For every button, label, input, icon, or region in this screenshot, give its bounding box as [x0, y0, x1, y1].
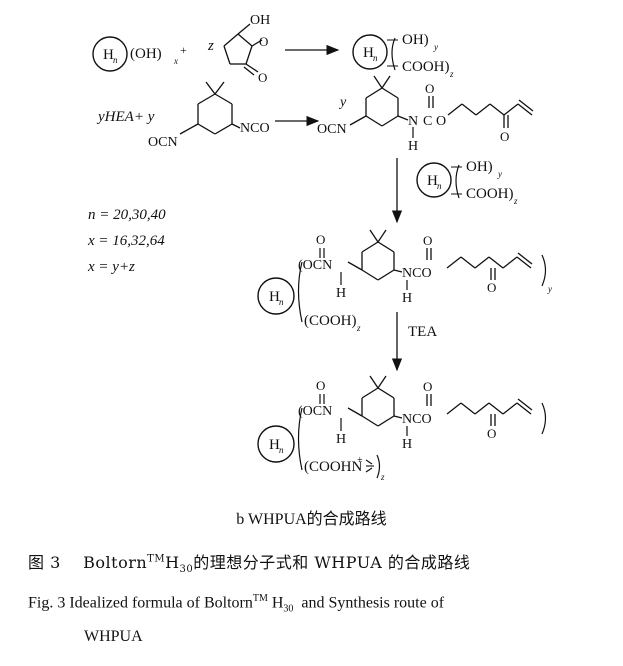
hyperbranched-core-circle: [257, 425, 295, 463]
nh-h-1: H: [336, 286, 346, 301]
urethane-c: C: [423, 114, 432, 129]
figure-caption-english-line2: WHPUA: [84, 628, 143, 645]
nh-h-2: H: [402, 437, 412, 452]
condition-xyz: x = y+z: [87, 259, 135, 275]
hyperbranched-core-circle: [352, 34, 388, 70]
anhydride-ring: [223, 23, 263, 76]
y-subscript: y: [497, 169, 502, 179]
hyperbranched-core-circle: [416, 162, 452, 198]
carbonyl-o-2: O: [423, 233, 432, 248]
hydroxyl-group: (OH): [130, 46, 162, 62]
figure-caption-chinese: 图 3 BoltornTMH30的理想分子式和 WHPUA 的合成路线: [28, 553, 471, 576]
z-subscript: z: [380, 472, 385, 482]
core-label: H: [427, 173, 438, 189]
figure-caption-english: Fig. 3 Idealized formula of BoltornTM H3…: [28, 593, 445, 615]
triethylamine-icon: [365, 459, 374, 473]
coefficient-z: z: [207, 38, 214, 54]
y-coefficient: y: [338, 95, 347, 110]
hydroxyl-branch: OH): [402, 32, 429, 48]
ammonium-salt-branch: (COOHN: [304, 459, 362, 475]
final-product: H n (OCN O H: [257, 375, 547, 482]
core-label: H: [363, 45, 374, 61]
urethane-carbonyl-o: O: [425, 81, 434, 96]
core-label: H: [269, 289, 280, 305]
ocn-product: OCN: [317, 122, 347, 137]
core-subscript: n: [373, 53, 378, 63]
anhydride-oh: OH: [250, 13, 270, 28]
ipdi-hea-adduct: [349, 75, 534, 128]
nco-right: NCO: [240, 121, 270, 136]
anhydride-o-bottom: O: [258, 70, 267, 85]
step1-product: H n OH) y COOH) z: [352, 32, 454, 79]
hydroxyl-branch: OH): [466, 159, 493, 175]
condition-n: n = 20,30,40: [88, 207, 166, 223]
urethane-h: H: [408, 139, 418, 154]
condition-x: x = 16,32,64: [87, 233, 165, 249]
hea-reagent: yHEA+ y: [96, 109, 155, 125]
nh-h-2: H: [402, 291, 412, 306]
intermediate-product: H n (OCN O H: [257, 229, 552, 333]
y-subscript: y: [433, 42, 438, 52]
urethane-nco: NCO: [402, 266, 432, 281]
carboxyl-branch: COOH): [466, 186, 514, 202]
hyperbranched-core-circle: [257, 277, 295, 315]
urethane-n: N: [408, 114, 418, 129]
branch-bracket: [391, 37, 396, 71]
ocn-left: OCN: [148, 135, 178, 150]
core-subscript: n: [279, 445, 284, 455]
y-subscript: y: [547, 284, 552, 294]
ketone-o: O: [487, 280, 496, 295]
synthesis-scheme: H n (OH) x + z OH O O H n OH) y COOH) z …: [87, 13, 552, 482]
z-subscript: z: [356, 323, 361, 333]
ketone-o: O: [487, 426, 496, 441]
step3-reagent: H n OH) y COOH) z: [416, 159, 518, 206]
z-subscript: z: [449, 69, 454, 79]
carbonyl-o-2: O: [423, 379, 432, 394]
carbonyl-o-1: O: [316, 378, 325, 393]
carbonyl-o-1: O: [316, 232, 325, 247]
z-subscript: z: [513, 196, 518, 206]
tea-label: TEA: [408, 324, 437, 340]
urethane-ocn: (OCN: [298, 404, 332, 419]
core-label: H: [269, 437, 280, 453]
urethane-nco: NCO: [402, 412, 432, 427]
hyperbranched-core-circle: [92, 36, 128, 72]
core-subscript: n: [437, 181, 442, 191]
subfigure-caption: b WHPUA的合成路线: [236, 511, 387, 528]
urethane-ocn: (OCN: [298, 258, 332, 273]
anhydride-o-ring: O: [259, 34, 268, 49]
carboxyl-branch: (COOH): [304, 313, 357, 329]
x-subscript: x: [173, 56, 178, 66]
ketone-o: O: [500, 129, 509, 144]
core-subscript: n: [279, 297, 284, 307]
nh-h-1: H: [336, 432, 346, 447]
ammonium-plus: +: [357, 455, 363, 466]
ipdi-ring: [179, 81, 241, 135]
carboxyl-branch: COOH): [402, 59, 450, 75]
step1-reactant: H n (OH) x + z: [92, 36, 214, 72]
plus-sign: +: [180, 43, 187, 57]
core-subscript: n: [113, 55, 118, 65]
urethane-o-ester: O: [436, 114, 446, 129]
core-label: H: [103, 47, 114, 63]
